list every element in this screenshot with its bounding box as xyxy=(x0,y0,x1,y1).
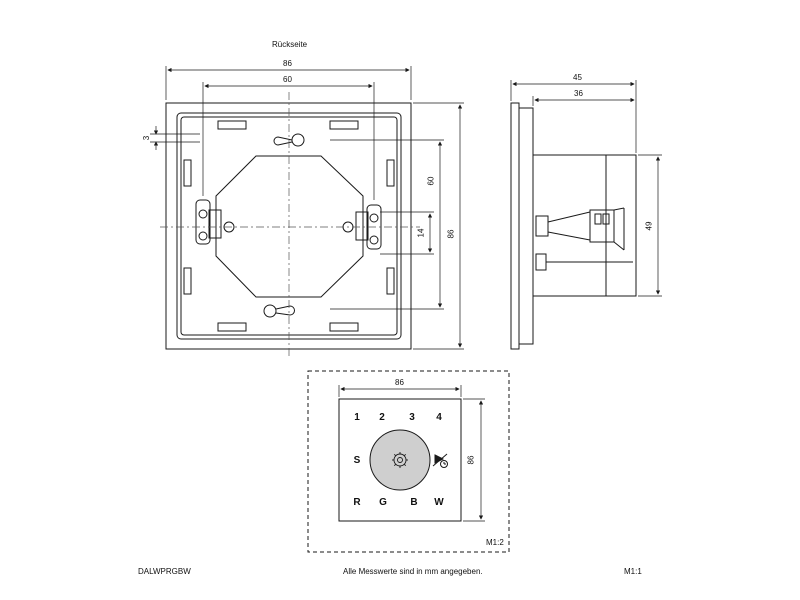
dim-side-depth-body: 36 xyxy=(574,89,583,98)
key-1[interactable]: 1 xyxy=(354,412,360,423)
clip xyxy=(386,159,395,187)
footer-model: DALWPRGBW xyxy=(138,567,191,576)
keyhole-slot-top xyxy=(273,133,305,147)
dim-back-offset: 3 xyxy=(142,135,152,141)
clip xyxy=(329,120,359,130)
side-view xyxy=(510,102,637,350)
back-view-title: Rückseite xyxy=(272,40,308,49)
footer-scale: M1:1 xyxy=(624,567,642,576)
gear-icon xyxy=(392,452,408,468)
clip xyxy=(183,267,192,295)
key-2[interactable]: 2 xyxy=(379,412,385,423)
key-r[interactable]: R xyxy=(353,497,361,508)
front-view xyxy=(307,370,510,553)
side-terminal xyxy=(535,207,633,271)
dim-back-width-inner: 60 xyxy=(283,75,292,84)
side-dimensions xyxy=(510,80,662,297)
key-3[interactable]: 3 xyxy=(409,412,415,423)
dim-back-width-outer: 86 xyxy=(283,59,292,68)
dimmer-timer-icon xyxy=(432,453,448,468)
back-dimensions xyxy=(150,66,464,350)
back-frame-outer xyxy=(165,102,412,350)
bracket-left xyxy=(195,199,222,245)
clip xyxy=(329,322,359,332)
key-4[interactable]: 4 xyxy=(436,412,442,423)
module-octagon xyxy=(215,155,364,298)
clip xyxy=(217,120,247,130)
side-faceplate xyxy=(510,102,520,350)
back-view xyxy=(160,92,420,358)
dim-back-height-outer: 86 xyxy=(446,229,456,239)
key-w[interactable]: W xyxy=(434,497,444,508)
front-plate xyxy=(338,398,462,522)
clip xyxy=(217,322,247,332)
dim-side-height-body: 49 xyxy=(644,221,654,231)
key-s[interactable]: S xyxy=(353,455,361,466)
dim-front-height: 86 xyxy=(466,455,476,465)
side-faceplate-inner xyxy=(518,107,534,345)
front-dimensions xyxy=(338,385,485,522)
keyhole-slot-bottom xyxy=(263,304,295,318)
side-body xyxy=(532,154,637,297)
footer-note: Alle Messwerte sind in mm angegeben. xyxy=(343,567,483,576)
dim-back-hole-spacing: 14 xyxy=(416,228,426,238)
dim-front-width: 86 xyxy=(395,378,404,387)
key-b[interactable]: B xyxy=(410,497,418,508)
clip xyxy=(183,159,192,187)
front-boundary-dashed xyxy=(307,370,510,553)
dim-side-depth-total: 45 xyxy=(573,73,582,82)
clip xyxy=(386,267,395,295)
bracket-right xyxy=(355,204,382,250)
front-scale-label: M1:2 xyxy=(486,538,504,547)
key-g[interactable]: G xyxy=(379,497,387,508)
dim-back-height-inner: 60 xyxy=(426,176,436,186)
dial[interactable] xyxy=(369,429,431,491)
